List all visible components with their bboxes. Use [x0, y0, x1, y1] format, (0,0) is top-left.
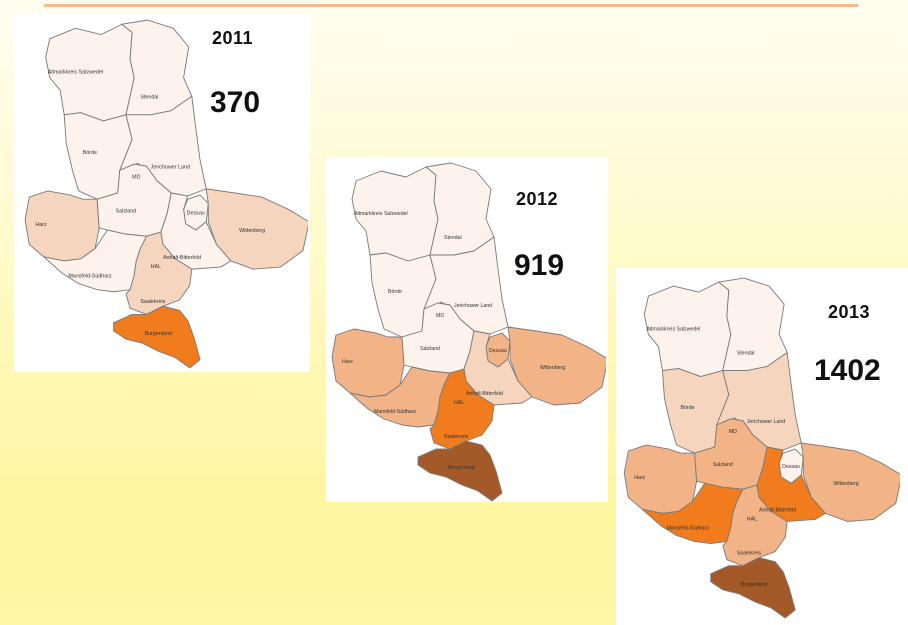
region-stendal: [718, 277, 788, 372]
region-label-saalekreis: Saalekreis: [444, 434, 469, 440]
region-label-stendal: Stendal: [444, 235, 462, 241]
region-burgenland: [417, 440, 503, 502]
region-label-mansfeld-suedharz: Mansfeld-Südharz: [666, 525, 709, 531]
map-year-label: 2012: [516, 189, 559, 209]
map-year-label: 2013: [828, 302, 871, 322]
region-label-wittenberg: Wittenberg: [239, 228, 265, 234]
region-label-wittenberg: Wittenberg: [833, 481, 858, 487]
region-label-hal: HAL: [454, 400, 464, 406]
region-label-boerde: Börde: [681, 405, 695, 411]
region-wittenberg: [800, 442, 900, 522]
map-count-value: 370: [210, 86, 261, 119]
map-count-value: 1402: [814, 354, 881, 387]
region-stendal: [425, 162, 495, 256]
region-label-salzland: Salzland: [420, 346, 440, 352]
region-label-jerichower-land: Jerichower Land: [454, 303, 492, 309]
saxony-anhalt-map: Altmarkkreis SalzwedelStendalBördeJerich…: [623, 277, 900, 619]
region-label-wittenberg: Wittenberg: [540, 365, 565, 371]
region-label-md: MD: [729, 429, 737, 435]
region-label-jerichower-land: Jerichower Land: [151, 164, 190, 170]
region-label-dessau: Dessau: [187, 211, 205, 217]
region-label-mansfeld-suedharz: Mansfeld-Südharz: [374, 409, 417, 415]
region-label-burgenland: Burgenland: [448, 465, 475, 471]
region-wittenberg: [507, 326, 606, 406]
region-label-burgenland: Burgenland: [741, 582, 768, 588]
region-label-stendal: Stendal: [140, 94, 158, 100]
region-label-altmark-salzwedel: Altmarkkreis Salzwedel: [646, 326, 700, 332]
region-label-salzland: Salzland: [116, 209, 137, 215]
region-saalekreis: [722, 484, 788, 567]
region-label-md: MD: [132, 175, 140, 181]
region-label-hal: HAL: [151, 264, 161, 270]
region-label-dessau: Dessau: [782, 464, 800, 470]
region-label-harz: Harz: [342, 359, 353, 365]
region-label-saalekreis: Saalekreis: [737, 551, 762, 557]
region-label-mansfeld-suedharz: Mansfeld-Südharz: [68, 273, 112, 279]
map-year-label: 2011: [212, 28, 254, 48]
region-label-harz: Harz: [35, 222, 47, 228]
region-label-anhalt-bitterfeld: Anhalt-Bitterfeld: [163, 255, 201, 261]
map-count-value: 919: [514, 249, 565, 282]
region-label-jerichower-land: Jerichower Land: [747, 419, 785, 425]
region-label-anhalt-bitterfeld: Anhalt-Bitterfeld: [466, 391, 503, 397]
region-label-hal: HAL: [747, 516, 757, 522]
region-saalekreis: [429, 368, 495, 450]
region-label-md: MD: [436, 313, 444, 319]
region-label-altmark-salzwedel: Altmarkkreis Salzwedel: [354, 211, 408, 217]
region-label-harz: Harz: [634, 475, 645, 481]
region-label-saalekreis: Saalekreis: [140, 299, 165, 305]
region-wittenberg: [205, 188, 308, 270]
saxony-anhalt-map: Altmarkkreis SalzwedelStendalBördeJerich…: [331, 162, 606, 502]
region-label-burgenland: Burgenland: [144, 331, 171, 337]
region-saalekreis: [125, 231, 193, 315]
region-label-stendal: Stendal: [737, 350, 755, 356]
region-label-dessau: Dessau: [489, 348, 507, 354]
region-label-altmark-salzwedel: Altmarkkreis Salzwedel: [48, 70, 103, 76]
saxony-anhalt-map: Altmarkkreis SalzwedelStendalBördeJerich…: [24, 19, 308, 369]
region-label-boerde: Börde: [388, 289, 402, 295]
region-label-anhalt-bitterfeld: Anhalt-Bitterfeld: [759, 507, 796, 513]
region-burgenland: [113, 305, 201, 369]
region-burgenland: [710, 557, 796, 619]
region-stendal: [121, 19, 193, 116]
region-label-salzland: Salzland: [713, 462, 733, 468]
top-accent-rule: [44, 4, 858, 7]
region-label-boerde: Börde: [83, 150, 97, 156]
